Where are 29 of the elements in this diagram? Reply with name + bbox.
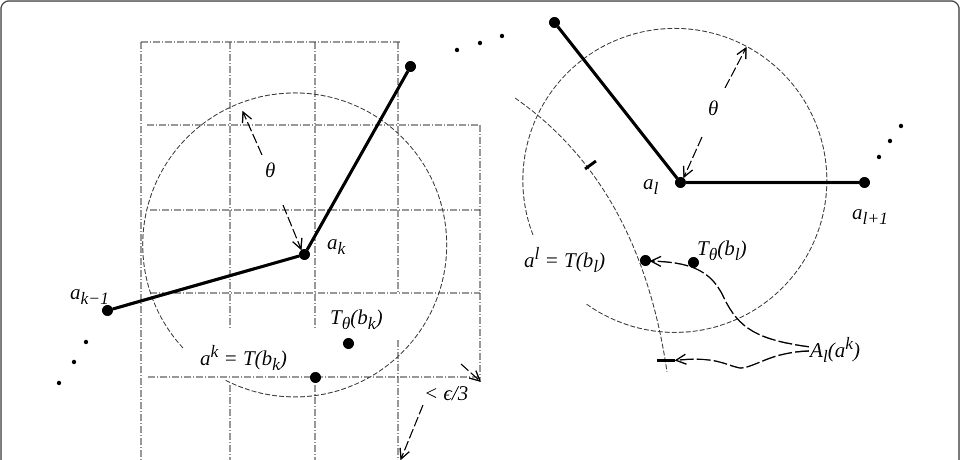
polygon-segment xyxy=(686,180,859,184)
point-dot xyxy=(675,177,686,188)
set-label: A$_{l}$(a$^{k}$) xyxy=(810,335,860,366)
point-dot xyxy=(640,255,651,266)
point-dot xyxy=(343,338,354,349)
polygon-segment xyxy=(556,26,678,180)
point-label: T$_{θ}$(b$_{k}$) xyxy=(330,307,383,333)
tick-mark xyxy=(657,359,675,362)
point-label: a$_{l}$ xyxy=(643,172,658,198)
point-label: a$^{k}$ = T(b$_{k}$) xyxy=(200,343,287,374)
angle-label: θ xyxy=(708,98,718,119)
point-label: T$_{θ}$(b$_{l}$) xyxy=(697,238,747,264)
angle-label: θ xyxy=(265,160,276,181)
point-label: a$_{k}$ xyxy=(327,232,346,258)
point-label: a$_{k−1}$ xyxy=(70,282,109,308)
leader-arrow xyxy=(650,256,810,348)
distance-label: < ϵ/3 xyxy=(424,383,468,404)
leader-arrow xyxy=(675,350,810,369)
point-dot xyxy=(688,257,699,268)
point-dot xyxy=(405,61,416,72)
polygon-segment xyxy=(306,70,410,250)
point-dot xyxy=(299,249,310,260)
point-dot xyxy=(102,305,113,316)
point-dot xyxy=(549,17,560,28)
point-label: a$_{l+1}$ xyxy=(852,202,888,228)
point-label: a$^{l}$ = T(b$_{l}$) xyxy=(524,245,606,276)
point-dot xyxy=(310,372,321,383)
point-dot xyxy=(859,177,870,188)
polygon-segment xyxy=(112,254,300,311)
